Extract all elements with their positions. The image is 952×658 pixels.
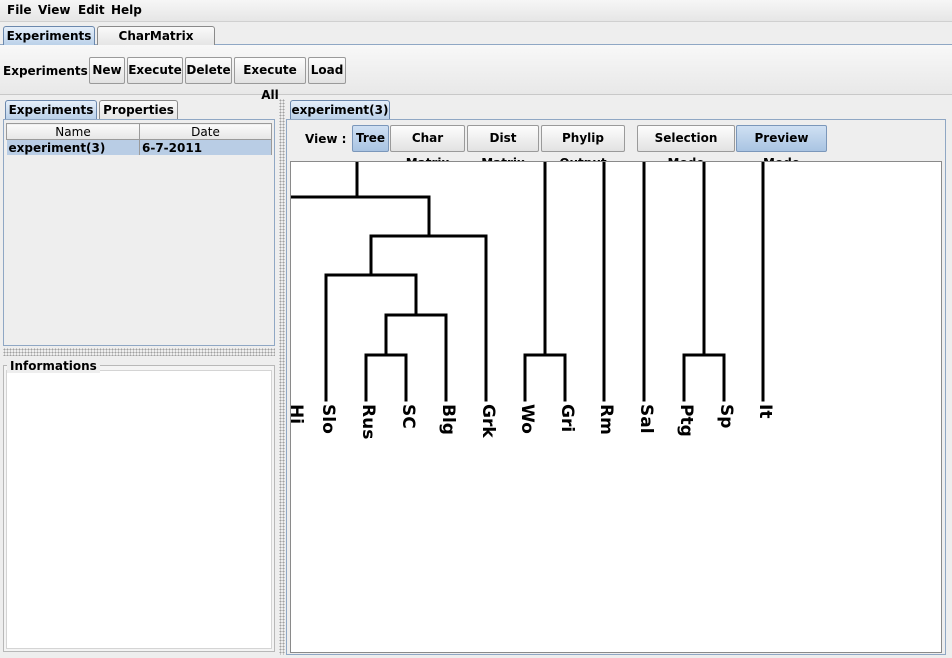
leaf-label[interactable]: Ptg	[676, 404, 696, 437]
left-panel: Experiments Properties Name Date experim…	[0, 97, 278, 658]
informations-panel	[3, 365, 275, 652]
leaf-label[interactable]: Grk	[478, 404, 498, 438]
tab-charmatrix-editor[interactable]: CharMatrix Editor	[97, 26, 215, 61]
tree-canvas[interactable]: Hi Slo Rus SC Blg Grk Wo Gri Rm Sal Ptg …	[286, 161, 942, 653]
leaf-label[interactable]: Wo	[517, 404, 537, 434]
char-matrix-view-button[interactable]: Char Matrix	[390, 125, 465, 170]
experiments-table: Name Date experiment(3) 6-7-2011	[6, 123, 272, 155]
column-header-name[interactable]: Name	[6, 123, 140, 140]
tree-view-button[interactable]: Tree	[352, 125, 389, 152]
leaf-label[interactable]: Blg	[438, 404, 458, 435]
dist-matrix-view-button[interactable]: Dist Matrix	[467, 125, 539, 170]
main-split-divider[interactable]	[279, 99, 285, 655]
tab-properties[interactable]: Properties	[99, 100, 178, 120]
menu-file[interactable]: File	[7, 3, 32, 17]
menu-view[interactable]: View	[38, 3, 71, 17]
selection-mode-button[interactable]: Selection Mode	[637, 125, 735, 170]
leaf-label[interactable]: Rm	[596, 404, 616, 435]
informations-content	[6, 370, 272, 649]
leaf-label[interactable]: Hi	[286, 404, 306, 425]
informations-title: Informations	[7, 359, 100, 373]
leaf-label[interactable]: Sal	[636, 404, 656, 434]
view-label: View :	[305, 132, 347, 146]
new-button[interactable]: New	[89, 57, 125, 84]
execute-all-button[interactable]: Execute All	[234, 57, 306, 102]
delete-button[interactable]: Delete	[185, 57, 232, 84]
preview-mode-button[interactable]: Preview Mode	[736, 125, 827, 170]
menu-bar: File View Edit Help	[0, 0, 952, 22]
tab-experiments[interactable]: Experiments	[3, 26, 95, 46]
experiment-name-cell[interactable]: experiment(3)	[6, 139, 140, 155]
view-toolbar: View : Tree Char Matrix Dist Matrix Phyl…	[290, 122, 942, 170]
table-row[interactable]: experiment(3) 6-7-2011	[6, 139, 272, 155]
leaf-label[interactable]: It	[755, 404, 775, 419]
column-header-date[interactable]: Date	[139, 123, 272, 140]
experiments-list-panel: Name Date experiment(3) 6-7-2011	[3, 119, 275, 346]
main-tab-bar: Experiments CharMatrix Editor	[0, 22, 952, 61]
leaf-label[interactable]: Rus	[358, 404, 378, 440]
experiment-date-cell[interactable]: 6-7-2011	[139, 139, 272, 155]
toolbar-label: Experiments :	[3, 64, 97, 78]
leaf-label[interactable]: Sp	[716, 404, 736, 429]
leaf-label[interactable]: Gri	[557, 404, 577, 433]
leaf-label[interactable]: SC	[398, 404, 418, 429]
menu-help[interactable]: Help	[111, 3, 142, 17]
left-split-divider[interactable]	[3, 348, 275, 356]
dendrogram	[291, 162, 765, 402]
tab-experiment-doc[interactable]: experiment(3)	[290, 100, 390, 120]
menu-edit[interactable]: Edit	[78, 3, 105, 17]
execute-button[interactable]: Execute	[127, 57, 183, 84]
tab-left-experiments[interactable]: Experiments	[5, 100, 97, 120]
load-button[interactable]: Load	[308, 57, 346, 84]
experiments-toolbar: Experiments : New Execute Delete Execute…	[0, 45, 952, 102]
leaf-label[interactable]: Slo	[318, 404, 338, 434]
phylip-output-view-button[interactable]: Phylip Output	[541, 125, 625, 170]
